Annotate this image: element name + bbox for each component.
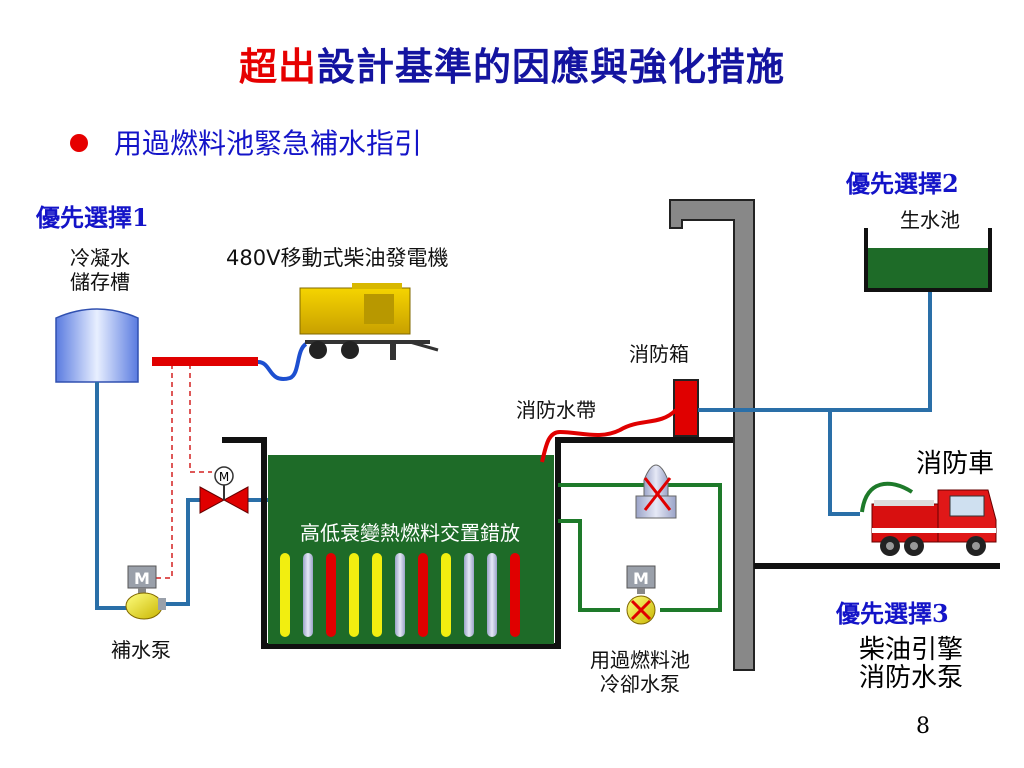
building-wall xyxy=(669,199,1000,671)
slide-title: 超出設計基準的因應與強化措施 xyxy=(0,36,1024,91)
generator-label: 480V移動式柴油發電機 xyxy=(226,246,449,270)
bullet-item: 用過燃料池緊急補水指引 xyxy=(70,122,422,162)
generator-cable xyxy=(257,342,308,382)
fire-truck-label: 消防車 xyxy=(915,449,994,479)
makeup-pump-icon: M xyxy=(125,565,166,620)
fuel-rod-red xyxy=(418,553,428,637)
fuel-rod-silver xyxy=(303,553,313,637)
slide-title-highlight: 超出 xyxy=(238,44,317,89)
slide-title-rest: 設計基準的因應與強化措施 xyxy=(317,44,786,89)
condensate-tank-label-line2: 儲存槽 xyxy=(70,270,130,294)
fuel-rod-yellow xyxy=(441,553,451,637)
svg-text:M: M xyxy=(134,569,150,588)
fire-water-pipe xyxy=(698,280,932,516)
diesel-pump-label-line2: 消防水泵 xyxy=(858,663,963,693)
fuel-rod-silver xyxy=(395,553,405,637)
fuel-rod-silver xyxy=(487,553,497,637)
fuel-rod-yellow xyxy=(349,553,359,637)
fuel-rod-red xyxy=(326,553,336,637)
cooling-pump-label-line2: 冷卻水泵 xyxy=(600,672,680,696)
priority-2-label: 優先選擇2 xyxy=(846,169,959,198)
diesel-pump-label-line1: 柴油引擎 xyxy=(858,635,963,665)
condensate-storage-tank xyxy=(55,308,139,383)
fuel-rod-silver xyxy=(464,553,474,637)
fire-box-label: 消防箱 xyxy=(629,342,689,366)
priority-1-label: 優先選擇1 xyxy=(36,203,149,232)
cooling-pump-label-line1: 用過燃料池 xyxy=(590,648,690,672)
diesel-generator-icon xyxy=(299,283,439,360)
condensate-tank-label: 冷凝水 儲存槽 xyxy=(50,246,150,294)
cooling-pump-label: 用過燃料池 冷卻水泵 xyxy=(570,648,710,696)
heat-exchanger-icon xyxy=(635,464,677,519)
spent-fuel-pool xyxy=(222,437,734,649)
fuel-rods xyxy=(280,553,520,637)
bullet-dot-icon xyxy=(70,133,88,152)
bullet-text: 用過燃料池緊急補水指引 xyxy=(114,127,423,160)
svg-text:M: M xyxy=(633,569,649,588)
raw-water-pond xyxy=(864,228,992,292)
motor-valve-icon: M xyxy=(199,466,249,514)
diesel-pump-label: 柴油引擎 消防水泵 xyxy=(836,636,986,692)
fire-box-icon xyxy=(673,379,699,437)
priority-3-label: 優先選擇3 xyxy=(836,599,949,628)
condensate-tank-label-line1: 冷凝水 xyxy=(70,246,130,270)
power-bus-bar xyxy=(152,357,258,366)
fuel-rod-yellow xyxy=(280,553,290,637)
cooling-loop-pipe xyxy=(558,483,722,612)
fire-hose xyxy=(540,408,678,463)
fire-hose-label: 消防水帶 xyxy=(516,398,596,422)
fire-truck-icon xyxy=(860,481,997,556)
power-cable xyxy=(152,364,212,579)
makeup-pump-label: 補水泵 xyxy=(111,638,171,662)
page-number: 8 xyxy=(916,714,930,739)
fuel-arrangement-label: 高低衰變熱燃料交置錯放 xyxy=(300,521,520,545)
fuel-rod-red xyxy=(510,553,520,637)
raw-water-pond-label: 生水池 xyxy=(900,208,960,232)
cooling-pump-icon: M xyxy=(626,565,656,625)
fuel-rod-yellow xyxy=(372,553,382,637)
svg-text:M: M xyxy=(219,470,229,484)
